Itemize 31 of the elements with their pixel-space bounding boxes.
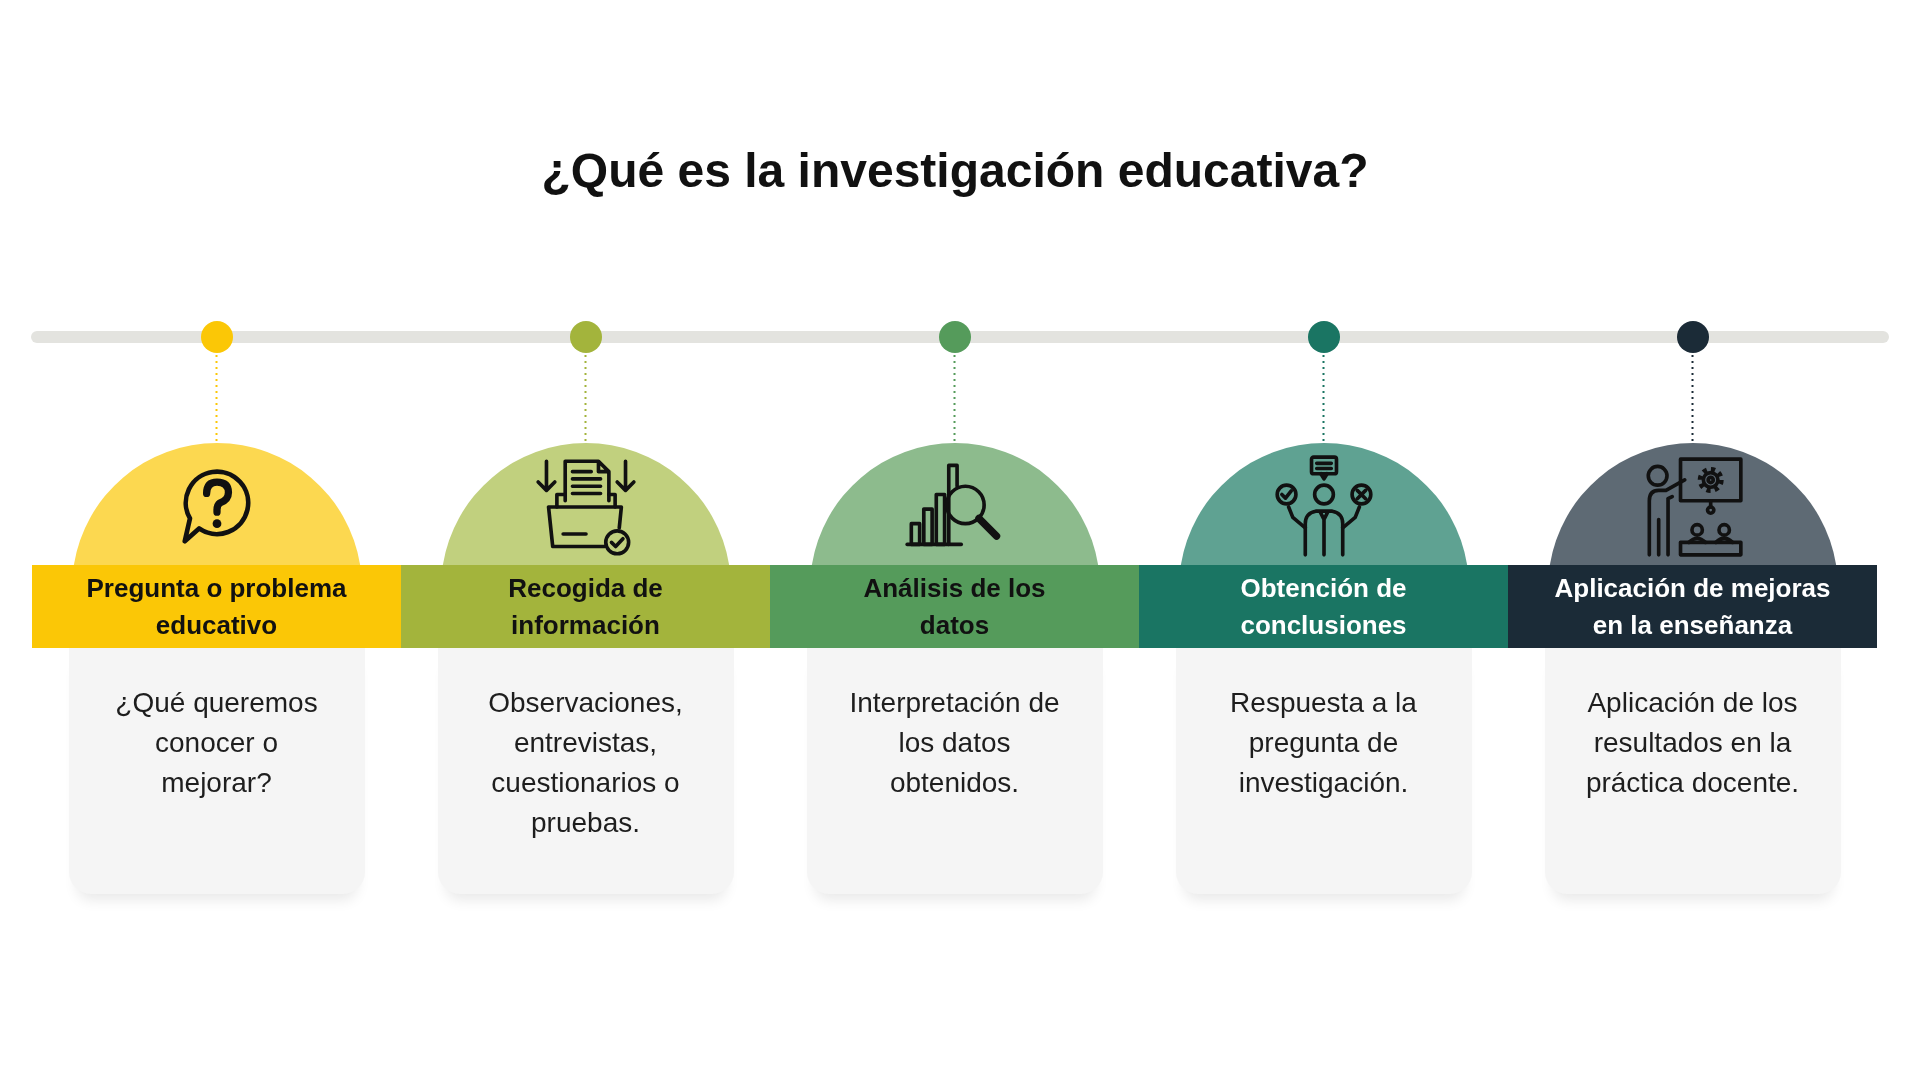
step-title: Pregunta o problema educativo: [85, 571, 348, 642]
description-text: ¿Qué queremos conocer o mejorar?: [114, 686, 319, 800]
dotted-connector: [584, 354, 587, 442]
dotted-connector: [953, 354, 956, 442]
description-card: [1544, 648, 1841, 894]
dotted-connector: [1691, 354, 1694, 442]
description-card: [68, 648, 365, 894]
description-card: [806, 648, 1103, 894]
heading-band: [1508, 565, 1877, 648]
title: ¿Qué es la investigación educativa?: [540, 143, 1370, 199]
description-text: Observaciones, entrevistas, cuestionarios o pruebas.: [487, 686, 684, 840]
heading-band: [770, 565, 1139, 648]
half-circle-tab: [1547, 443, 1838, 565]
description-text: Respuesta a la pregunta de investigación.: [1229, 686, 1418, 800]
heading-band: [1139, 565, 1508, 648]
half-circle-tab: [1178, 443, 1469, 565]
half-circle-tab: [809, 443, 1100, 565]
dotted-connector: [1322, 354, 1325, 442]
step-title: Análisis de los datos: [862, 571, 1047, 642]
step-title: Aplicación de mejoras en la enseñanza: [1553, 571, 1832, 642]
heading-band: [32, 565, 401, 648]
description-card: [1175, 648, 1472, 894]
step-title: Recogida de información: [507, 571, 664, 642]
heading-band: [401, 565, 770, 648]
description-text: Interpretación de los datos obtenidos.: [848, 686, 1061, 800]
half-circle-tab: [440, 443, 731, 565]
dotted-connector: [215, 354, 218, 442]
description-card: [437, 648, 734, 894]
half-circle-tab: [71, 443, 362, 565]
step-title: Obtención de conclusiones: [1239, 571, 1408, 642]
description-text: Aplicación de los resultados en la práctica docente.: [1584, 686, 1801, 800]
